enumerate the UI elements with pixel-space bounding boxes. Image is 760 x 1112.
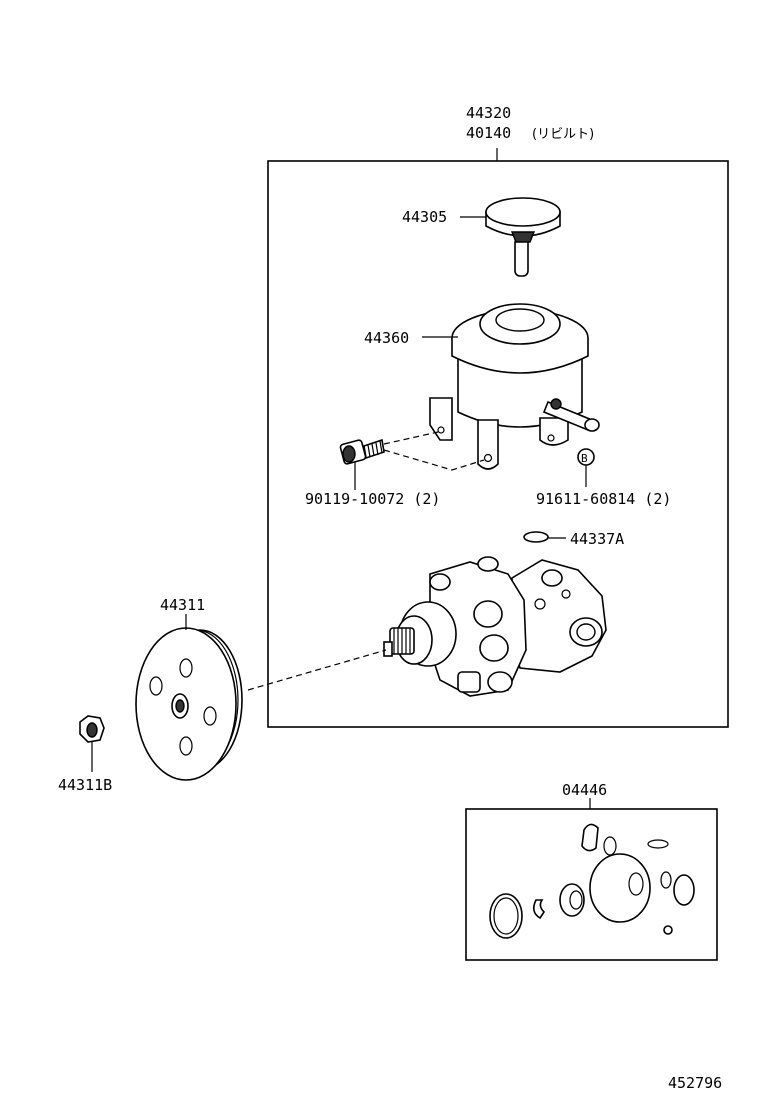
label-nut[interactable]: 44311B — [58, 776, 112, 794]
label-bolt[interactable]: 90119-10072 (2) — [305, 490, 440, 508]
reservoir-icon — [429, 303, 600, 470]
label-gasket-kit[interactable]: 04446 — [562, 781, 607, 799]
label-cap[interactable]: 44305 — [402, 208, 447, 226]
label-assembly[interactable]: 44320 — [466, 104, 511, 122]
label-oring[interactable]: 44337A — [570, 530, 624, 548]
nut-icon — [79, 715, 105, 743]
oring-icon — [523, 531, 549, 543]
label-rebuilt[interactable]: 40140 — [466, 124, 511, 142]
cap-icon — [485, 197, 561, 277]
gasket-kit-frame — [465, 808, 718, 961]
label-rebuilt-note: (リビルト) — [532, 127, 594, 142]
diagram-id: 452796 — [668, 1074, 722, 1092]
label-bolt-b[interactable]: 91611-60814 (2) — [536, 490, 671, 508]
label-reservoir[interactable]: 44360 — [364, 329, 409, 347]
gasket-kit-parts-icon — [489, 823, 695, 939]
pump-icon — [383, 556, 607, 697]
bolt-dashed-guide — [383, 431, 485, 471]
pulley-icon — [135, 627, 243, 781]
bolt-icon — [339, 438, 385, 465]
shaft-dashed-guide — [247, 649, 387, 691]
marker-b-label: B — [581, 452, 588, 465]
label-pulley[interactable]: 44311 — [160, 596, 205, 614]
assembly-frame — [267, 160, 729, 728]
